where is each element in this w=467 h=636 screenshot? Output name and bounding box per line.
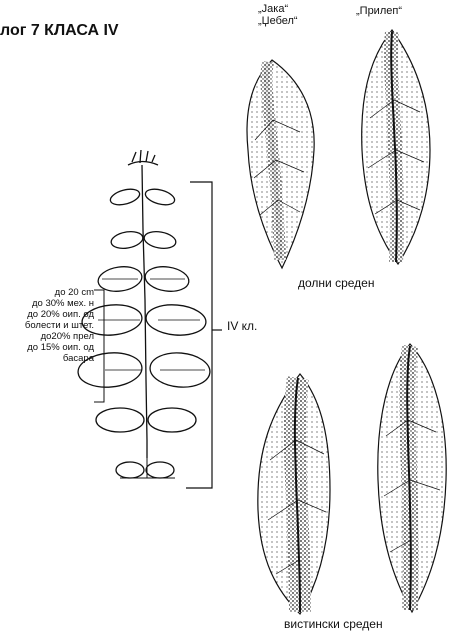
annotation-line: басара [0,353,94,364]
tobacco-plant [77,150,212,478]
variety-label-prilep: „Прилеп“ [356,5,402,17]
page-title: лог 7 КЛАСА IV [0,22,119,40]
annotation-line: до 15% оип. од [0,342,94,353]
leaf-jaka-lower [258,374,330,614]
leaf-group-label-upper: долни среден [298,276,374,290]
leaf-prilep-lower [378,344,446,612]
leaf-prilep-upper [362,30,430,264]
leaf-group-label-lower: вистински среден [284,617,383,631]
annotation-line: до 30% мех. н [0,298,94,309]
quality-annotation: до 20 cm до 30% мех. н до 20% оип. од бо… [0,287,94,364]
class-bracket [186,182,222,488]
variety-line: „Јака“ [258,3,288,15]
annotation-line: до 20% оип. од [0,309,94,320]
variety-line: „Џебел“ [258,15,298,27]
variety-line: „Прилеп“ [356,5,402,17]
annotation-line: до20% прел [0,331,94,342]
annotation-line: болести и штет. [0,320,94,331]
class-label: IV кл. [227,319,257,333]
leaf-jaka-upper [247,60,314,268]
variety-label-jaka-djebel: „Јака“ „Џебел“ [258,3,298,27]
annotation-line: до 20 cm [0,287,94,298]
